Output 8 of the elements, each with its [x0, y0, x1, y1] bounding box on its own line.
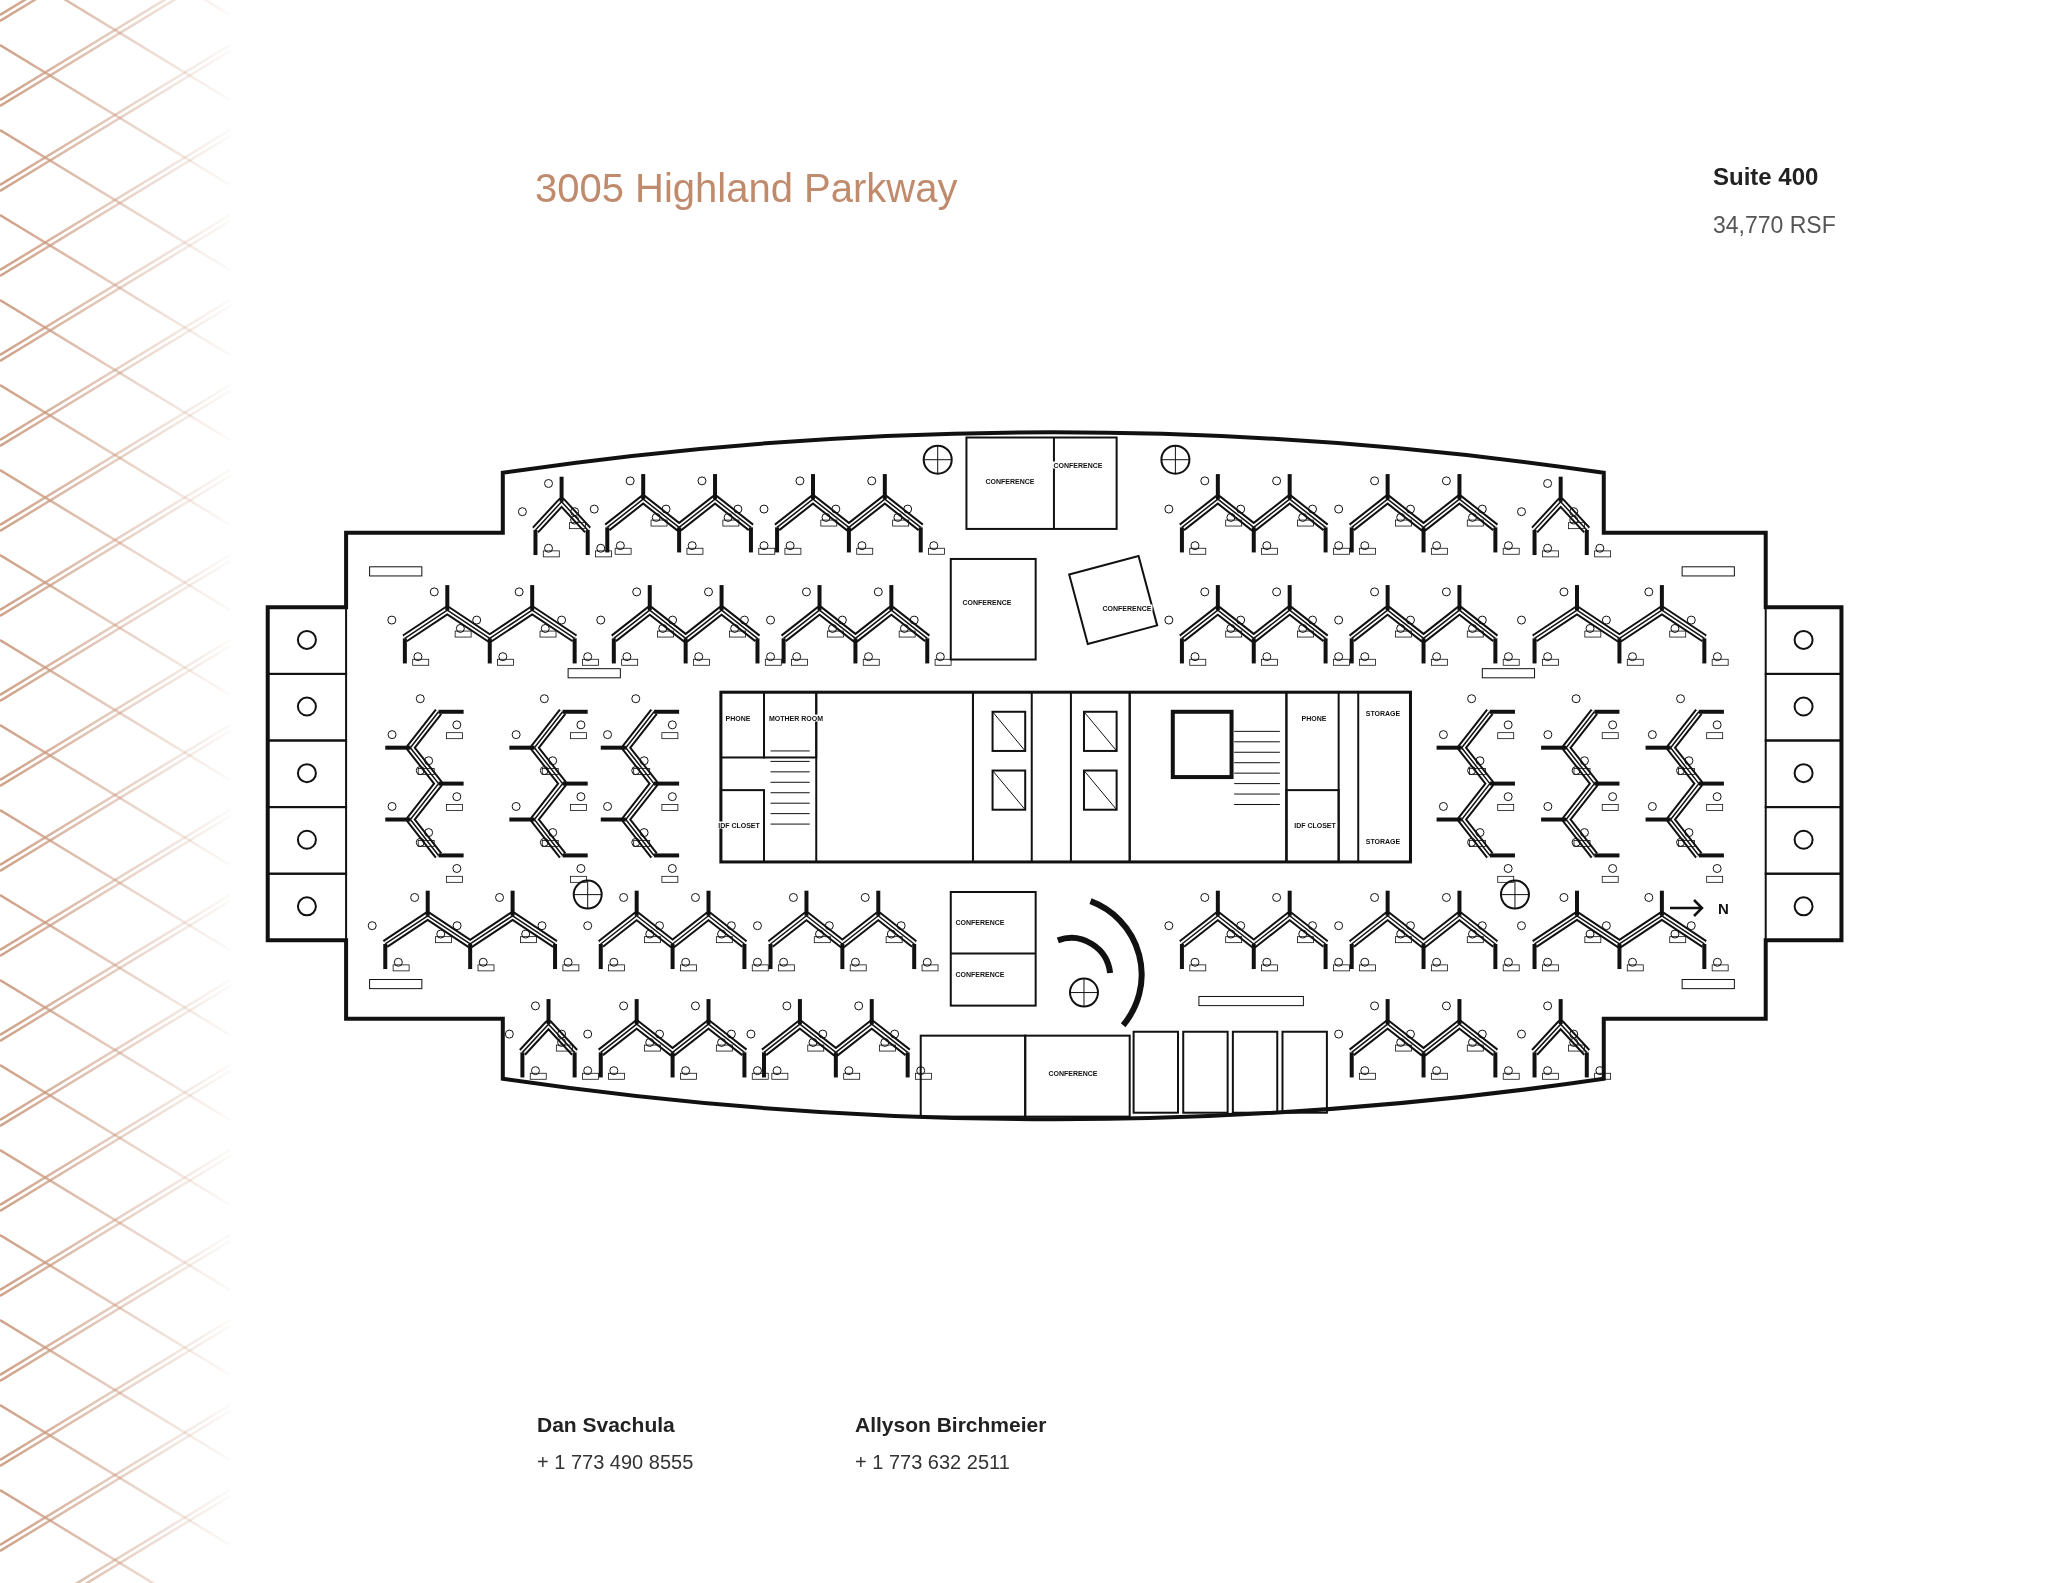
- north-label: N: [1718, 899, 1729, 917]
- phone-number: + 1 773 490 8555: [537, 1451, 694, 1474]
- area-text: 34,770 RSF: [1713, 212, 1836, 239]
- contact-name: Dan Svachula: [537, 1413, 675, 1437]
- suite-number: Suite 400: [1713, 163, 1819, 191]
- phone-number: + 1 773 632 2511: [855, 1451, 1010, 1474]
- title: 3005 Highland Parkway: [535, 166, 958, 211]
- contact-name: Allyson Birchmeier: [855, 1413, 1047, 1437]
